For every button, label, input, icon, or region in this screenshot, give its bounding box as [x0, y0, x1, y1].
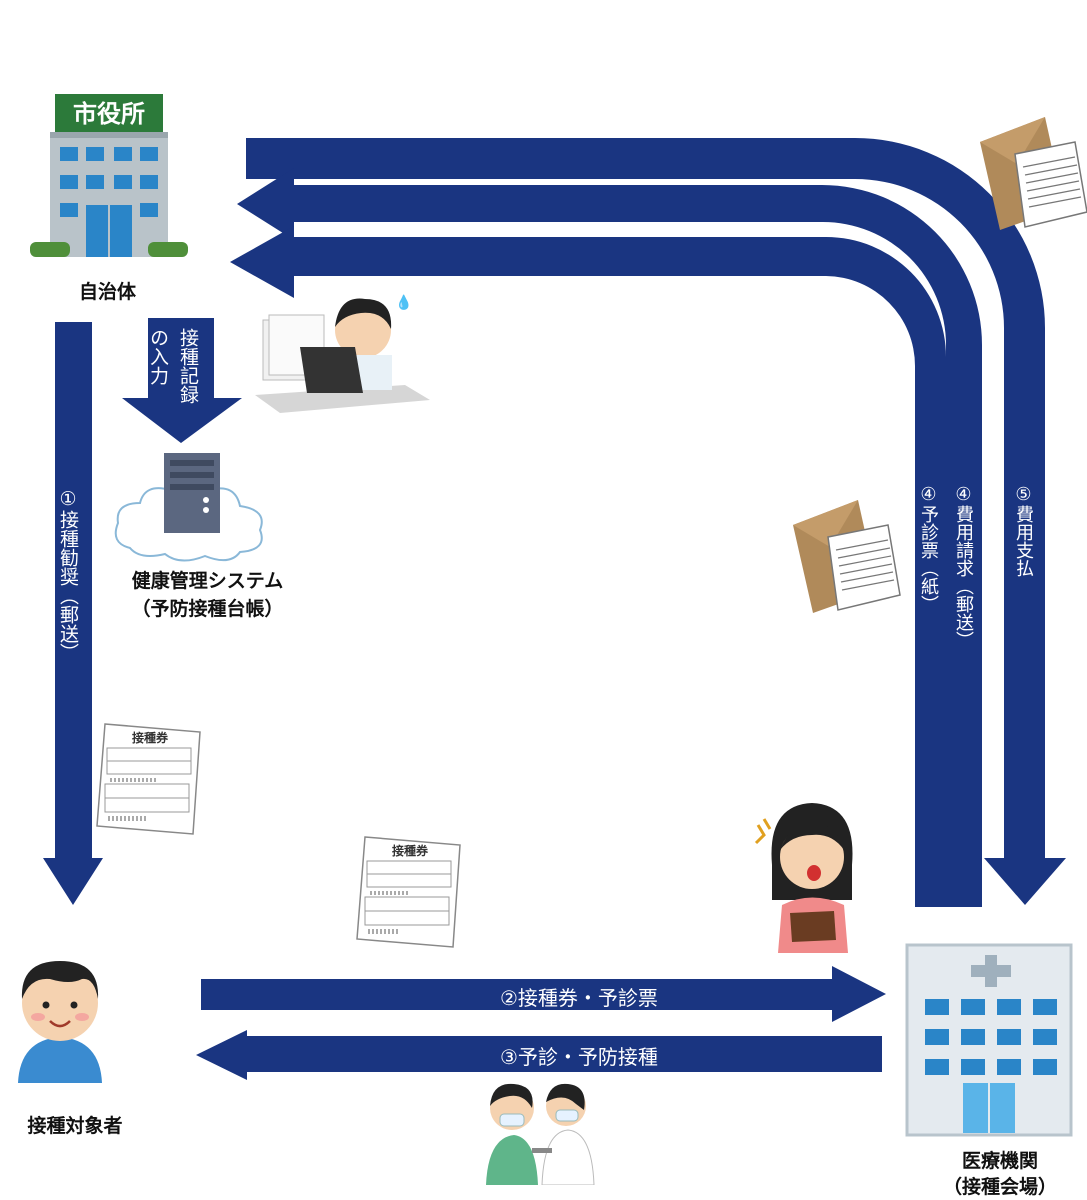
municipality-label: 自治体: [78, 281, 136, 303]
envelope-document-icon: [980, 117, 1087, 230]
recommend-text: ①接種勧奨（郵送）: [57, 488, 79, 662]
health-system-label-1: 健康管理システム: [131, 570, 284, 592]
hospital-icon: [905, 943, 1073, 1137]
arrow-exam: [196, 1030, 882, 1080]
payment-text: ⑤費用支払: [1013, 484, 1034, 577]
svg-text:💧: 💧: [395, 294, 412, 311]
vaccinee-label: 接種対象者: [27, 1115, 123, 1137]
arrow-cost-claim: [237, 168, 982, 907]
city-hall-sign: 市役所: [73, 100, 145, 128]
health-system-label-2: （予防接種台帳）: [131, 598, 284, 620]
vaccination-ticket-icon: 接種券: [96, 723, 201, 835]
vaccination-ticket-icon-2: 接種券: [356, 836, 461, 948]
cost-claim-text: ④費用請求（郵送）: [953, 484, 974, 649]
vaccinee-person-icon: [18, 961, 102, 1083]
arrow-recommend: [43, 322, 103, 905]
medical-institution-label-2: （接種会場）: [942, 1176, 1057, 1198]
record-input-text-1: 接種記録: [177, 328, 199, 404]
arrow-ticket-form: [201, 966, 886, 1022]
worried-woman-icon: [754, 803, 853, 953]
envelope-document-icon-2: [793, 500, 901, 613]
record-input-text-2: の入力: [147, 328, 169, 385]
medical-institution-label-1: 医療機関: [961, 1150, 1038, 1172]
server-cloud-icon: [114, 453, 263, 562]
arrow-record-input: [122, 318, 242, 443]
form-paper-text: ④予診票（紙）: [918, 484, 939, 613]
ticket-title: 接種券: [132, 730, 169, 745]
office-worker-icon: 💧: [255, 294, 430, 413]
vaccination-scene-icon: [486, 1083, 595, 1185]
ticket-form-text: ②接種券・予診票: [500, 986, 658, 1010]
arrow-payment: [246, 138, 1066, 905]
exam-vaccination-text: ③予診・予防接種: [500, 1045, 658, 1069]
city-hall-icon: 市役所: [30, 94, 188, 257]
ticket-title-2: 接種券: [392, 843, 429, 858]
